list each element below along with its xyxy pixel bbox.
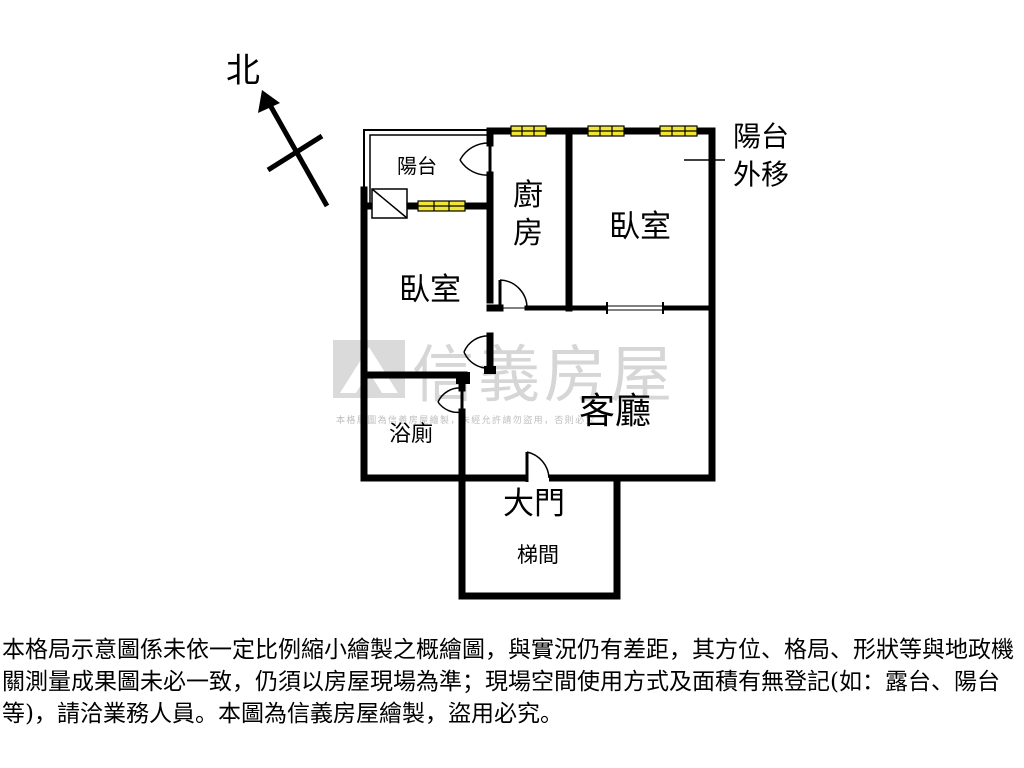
floor-plan: 北 信義房屋 本格局圖為信義房屋繪製，未經允許請勿盜用，否則必究 [226, 51, 789, 600]
doors [437, 142, 550, 482]
window-bedroom-1 [587, 125, 625, 137]
label-bedroom-left: 臥室 [399, 272, 461, 308]
room-labels: 陽台 陽台 外移 廚 房 臥室 臥室 客廳 浴廁 大門 梯間 [389, 120, 789, 567]
label-living-room: 客廳 [579, 391, 651, 432]
label-main-door: 大門 [503, 486, 565, 522]
window-kitchen [510, 125, 547, 137]
wall-post [456, 372, 470, 384]
north-arrow-icon [258, 90, 330, 208]
utility-box-icon [371, 188, 408, 219]
label-balcony: 陽台 [397, 154, 437, 178]
wall-post [484, 366, 496, 374]
door-main [525, 451, 550, 482]
watermark-logo-icon [333, 340, 405, 398]
label-kitchen-2: 房 [513, 216, 543, 251]
compass: 北 [226, 51, 330, 208]
disclaimer-text: 本格局示意圖係未依一定比例縮小繪製之概繪圖，與實況仍有差距，其方位、格局、形狀等… [2, 637, 1014, 727]
door-kitchen [498, 279, 528, 309]
label-balcony-moved-2: 外移 [733, 158, 789, 191]
compass-north-label: 北 [226, 51, 260, 91]
window-left-bedroom [417, 200, 466, 212]
door-left-bedroom [463, 335, 492, 369]
door-balcony [459, 142, 492, 176]
label-bathroom: 浴廁 [389, 422, 433, 447]
label-balcony-moved-1: 陽台 [733, 120, 789, 153]
door-bathroom [437, 387, 464, 414]
label-kitchen-1: 廚 [513, 178, 543, 213]
windows [417, 125, 698, 212]
watermark-fine-print: 本格局圖為信義房屋繪製，未經允許請勿盜用，否則必究 [336, 414, 596, 426]
sliding-door [606, 302, 664, 314]
window-bedroom-2 [659, 125, 698, 137]
label-bedroom-right: 臥室 [609, 209, 671, 245]
label-stairwell: 梯間 [517, 543, 559, 567]
